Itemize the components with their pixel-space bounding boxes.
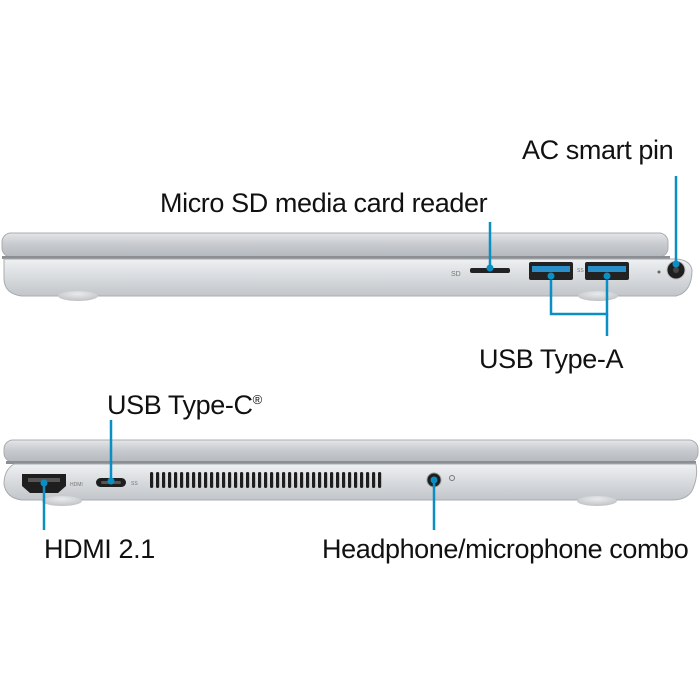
- usb-a-port: [585, 262, 629, 280]
- headphone-combo-label: Headphone/microphone combo: [322, 534, 689, 564]
- vent-slot: [216, 472, 220, 488]
- vent-slot: [246, 472, 250, 488]
- vent-slot: [210, 472, 214, 488]
- vent-slot: [222, 472, 226, 488]
- laptop-right-side: SD SS: [1, 232, 693, 301]
- vent-slot: [276, 472, 280, 488]
- vent-slot: [168, 472, 172, 488]
- rubber-foot: [58, 291, 98, 301]
- headset-icon: [449, 475, 455, 481]
- vent-slot: [300, 472, 304, 488]
- vent-slot: [150, 472, 154, 488]
- vent-slot: [174, 472, 178, 488]
- vent-slot: [294, 472, 298, 488]
- vent-slot: [186, 472, 190, 488]
- vent-slot: [252, 472, 256, 488]
- vent-slot: [234, 472, 238, 488]
- vent-slot: [360, 472, 364, 488]
- hdmi-port: [22, 474, 66, 493]
- usb-c-port: [96, 478, 126, 487]
- vent-slot: [330, 472, 334, 488]
- vent-slot: [264, 472, 268, 488]
- registered-mark: ®: [252, 392, 263, 407]
- hdmi-label: HDMI 2.1: [44, 534, 155, 564]
- sd-mark: SD: [451, 271, 461, 278]
- vent-slot: [324, 472, 328, 488]
- vent-slot: [306, 472, 310, 488]
- vent-slot: [372, 472, 376, 488]
- vent-slot: [156, 472, 160, 488]
- vent-slot: [198, 472, 202, 488]
- hdmi-mark: HDMI: [70, 482, 83, 488]
- callout-usb-a: [549, 280, 609, 316]
- vent-slot: [282, 472, 286, 488]
- vent-slot: [228, 472, 232, 488]
- usb-type-c-label: USB Type-C®: [107, 392, 262, 419]
- rubber-foot: [42, 496, 82, 506]
- vent-slot: [342, 472, 346, 488]
- usb-c-mark: SS: [131, 481, 138, 487]
- vent-slot: [180, 472, 184, 488]
- vent-slot: [192, 472, 196, 488]
- vent-slot: [378, 472, 382, 488]
- vent-slot: [348, 472, 352, 488]
- vent-slot: [270, 472, 274, 488]
- vent-slot: [366, 472, 370, 488]
- usb-ss-mark: SS: [577, 268, 584, 274]
- micro-sd-label: Micro SD media card reader: [160, 188, 488, 218]
- headphone-jack: [426, 472, 442, 488]
- ac-smart-pin-port: [666, 260, 686, 280]
- vent-slot: [258, 472, 262, 488]
- usb-a-port: [529, 262, 573, 280]
- usb-type-a-label: USB Type-A: [479, 344, 624, 374]
- micro-sd-slot: [470, 268, 510, 273]
- cooling-vent: [150, 472, 382, 488]
- vent-slot: [288, 472, 292, 488]
- vent-slot: [204, 472, 208, 488]
- rubber-foot: [578, 291, 618, 301]
- vent-slot: [162, 472, 166, 488]
- vent-slot: [240, 472, 244, 488]
- laptop-left-side: HDMI SS: [3, 439, 699, 506]
- vent-slot: [336, 472, 340, 488]
- vent-slot: [354, 472, 358, 488]
- vent-slot: [312, 472, 316, 488]
- usb-type-c-text: USB Type-C: [107, 390, 253, 420]
- ac-smart-pin-label: AC smart pin: [522, 135, 674, 165]
- rubber-foot: [577, 496, 617, 506]
- vent-slot: [318, 472, 322, 488]
